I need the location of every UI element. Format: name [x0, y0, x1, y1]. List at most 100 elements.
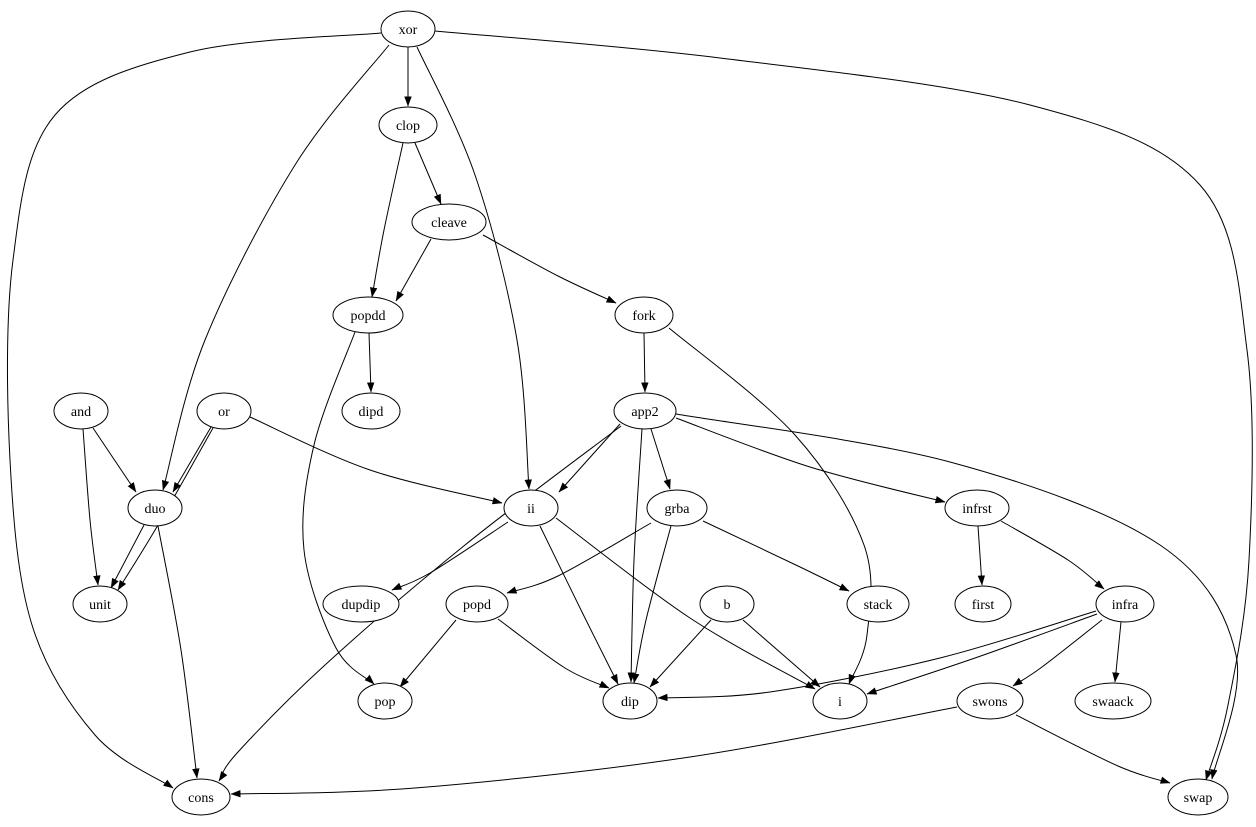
edge-layer	[6, 30, 1253, 798]
edge-infrst-infra	[1000, 520, 1105, 590]
node-duo: duo	[127, 489, 183, 527]
edge-grba-stack	[702, 520, 850, 592]
node-i-label: i	[838, 695, 842, 710]
edge-or-ii	[249, 416, 503, 505]
node-or: or	[196, 392, 252, 430]
node-unit: unit	[72, 585, 128, 623]
edge-fork-i	[668, 327, 872, 685]
edge-infrst-first	[977, 525, 986, 586]
node-and: and	[53, 392, 109, 430]
node-dupdip: dupdip	[322, 585, 400, 623]
node-pop: pop	[357, 682, 413, 720]
node-swons-ellipse	[956, 682, 1024, 720]
node-stack-ellipse	[846, 585, 910, 623]
node-popd-ellipse	[445, 585, 509, 623]
edge-cleave-fork	[482, 234, 617, 304]
edge-xor-ii	[416, 46, 532, 490]
node-clop: clop	[378, 106, 438, 144]
node-and-label: and	[71, 405, 91, 420]
node-popd-label: popd	[463, 598, 491, 613]
node-unit-ellipse	[72, 585, 128, 623]
node-b-ellipse	[699, 585, 755, 623]
edge-infra-swons	[1012, 619, 1103, 687]
edge-fork-app2	[641, 332, 649, 393]
node-infra-label: infra	[1112, 598, 1139, 613]
edge-swons-swap	[1015, 714, 1171, 784]
edge-swons-cons	[230, 706, 958, 798]
node-infrst: infrst	[944, 489, 1010, 527]
edge-app2-cons	[218, 425, 622, 782]
node-ii-ellipse	[503, 489, 559, 527]
edge-app2-ii	[558, 423, 621, 493]
node-fork: fork	[614, 296, 674, 334]
node-swons-label: swons	[972, 695, 1007, 710]
node-cons: cons	[171, 778, 231, 816]
node-or-label: or	[218, 405, 230, 420]
node-and-ellipse	[53, 392, 109, 430]
edge-app2-grba	[650, 428, 671, 490]
node-b-label: b	[724, 598, 731, 613]
node-app2: app2	[613, 392, 677, 430]
node-clop-label: clop	[396, 119, 420, 134]
node-clop-ellipse	[378, 106, 438, 144]
node-dip-ellipse	[602, 682, 658, 720]
node-i-ellipse	[812, 682, 868, 720]
edge-clop-cleave	[414, 142, 442, 205]
node-app2-label: app2	[631, 405, 658, 420]
node-dipd-ellipse	[341, 392, 401, 430]
node-swap: swap	[1167, 778, 1229, 816]
node-first: first	[954, 585, 1012, 623]
edge-infra-i	[866, 613, 1098, 695]
node-infra-ellipse	[1095, 585, 1155, 623]
node-stack: stack	[846, 585, 910, 623]
node-cleave: cleave	[411, 203, 487, 241]
edge-app2-swap	[675, 413, 1239, 780]
node-unit-label: unit	[89, 598, 111, 613]
edge-popdd-pop	[302, 331, 375, 685]
node-dipd: dipd	[341, 392, 401, 430]
node-or-ellipse	[196, 392, 252, 430]
node-infrst-ellipse	[944, 489, 1010, 527]
edge-clop-popdd	[370, 142, 404, 298]
node-i: i	[812, 682, 868, 720]
edge-app2-infrst	[675, 417, 946, 504]
node-popdd-ellipse	[332, 296, 404, 334]
node-grba-ellipse	[646, 489, 708, 527]
edge-duo-unit	[110, 524, 145, 589]
node-popd: popd	[445, 585, 509, 623]
node-fork-label: fork	[632, 309, 655, 324]
node-swaack-label: swaack	[1092, 695, 1133, 710]
edge-ii-dip	[539, 525, 619, 685]
node-ii: ii	[503, 489, 559, 527]
node-popdd: popdd	[332, 296, 404, 334]
edge-cleave-popdd	[395, 238, 432, 302]
node-cleave-label: cleave	[431, 216, 467, 231]
edge-b-dip	[649, 619, 712, 688]
node-pop-label: pop	[375, 695, 396, 710]
node-xor-label: xor	[399, 23, 418, 38]
edge-duo-cons	[157, 525, 200, 779]
node-infra: infra	[1095, 585, 1155, 623]
edge-xor-duo	[161, 44, 390, 491]
edge-and-duo	[92, 427, 137, 493]
node-swons: swons	[956, 682, 1024, 720]
edge-xor-swap	[434, 30, 1253, 781]
node-first-ellipse	[954, 585, 1012, 623]
node-dipd-label: dipd	[359, 405, 384, 420]
node-dupdip-label: dupdip	[342, 598, 381, 613]
node-pop-ellipse	[357, 682, 413, 720]
edge-popdd-dipd	[366, 332, 375, 393]
node-b: b	[699, 585, 755, 623]
edge-app2-dip	[627, 428, 643, 683]
edge-popd-pop	[399, 619, 457, 688]
edge-or-duo	[172, 426, 212, 493]
edge-grba-dip	[632, 525, 672, 684]
edge-xor-cons	[6, 32, 382, 789]
node-grba-label: grba	[665, 502, 691, 517]
edge-ii-dupdip	[391, 521, 509, 591]
edge-popd-dip	[497, 618, 610, 689]
node-cons-ellipse	[171, 778, 231, 816]
